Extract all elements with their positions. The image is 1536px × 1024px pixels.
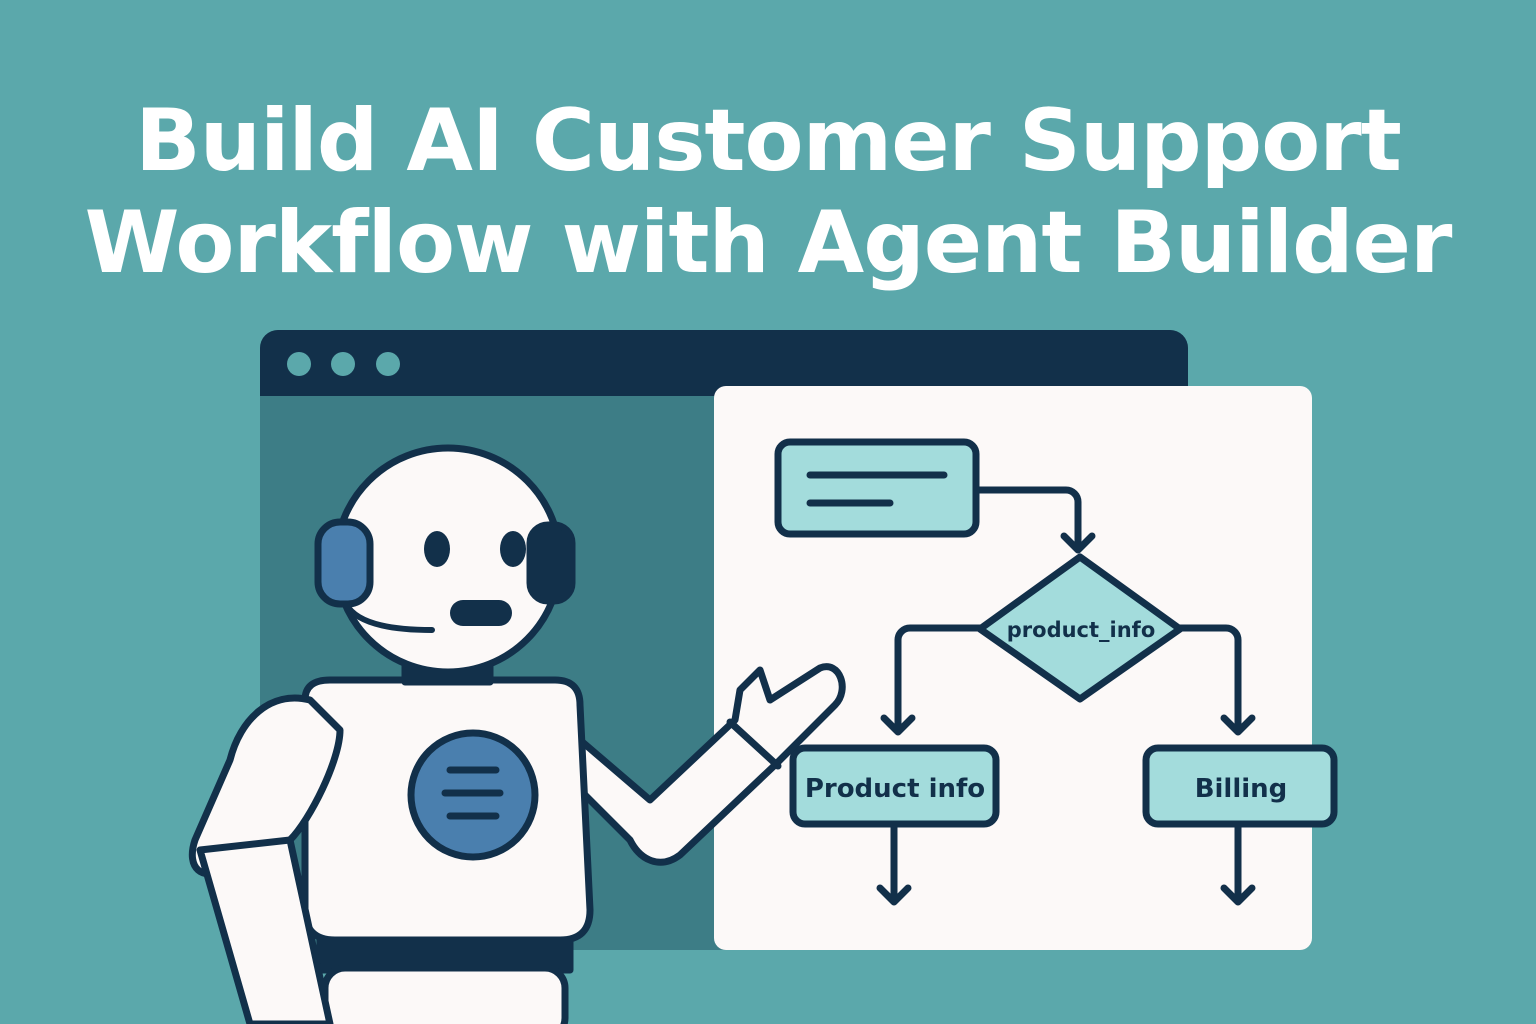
headline-line-2: Workflow with Agent Builder [84, 193, 1453, 293]
connector-arrow [972, 486, 1082, 550]
robot-pointing-arm [576, 663, 846, 866]
billing-label: Billing [1195, 774, 1288, 804]
window-dot-icon [287, 352, 311, 376]
start-node [774, 438, 980, 538]
decision-label: product_info [1007, 618, 1156, 642]
robot-eye [424, 531, 450, 567]
robot-mascot [188, 444, 846, 1024]
headset-icon [314, 518, 374, 608]
flowchart-panel: product_info Product info Billing [714, 386, 1338, 950]
product-info-label: Product info [805, 774, 985, 804]
robot-lower-arm [196, 836, 334, 1024]
robot-eye [500, 531, 526, 567]
window-dot-icon [376, 352, 400, 376]
headline-line-1: Build AI Customer Support [135, 91, 1402, 191]
robot-mouth [450, 600, 512, 626]
decision-node [976, 553, 1184, 703]
window-dot-icon [331, 352, 355, 376]
